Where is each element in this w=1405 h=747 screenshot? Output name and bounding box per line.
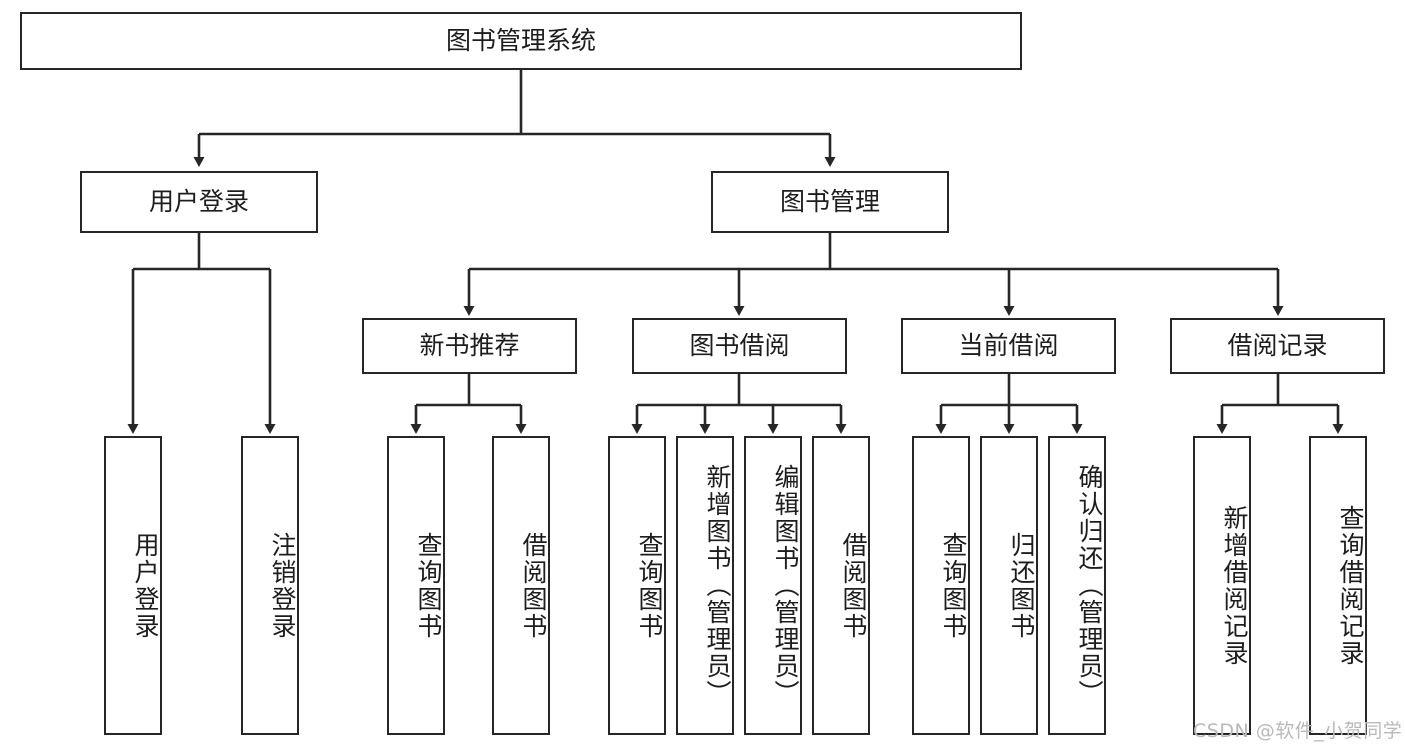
node-label: 查询借阅记录 <box>1336 504 1365 667</box>
node-label: 图书借阅 <box>689 330 790 360</box>
node-label: 归还图书 <box>1007 531 1036 640</box>
node-label: 用户登录 <box>131 531 160 640</box>
node-leaf-return-books[interactable]: 归还图书 <box>980 436 1038 735</box>
node-label: 图书管理 <box>779 186 880 216</box>
node-label: 注销登录 <box>268 531 297 640</box>
node-leaf-add-book-admin[interactable]: 新增图书（管理员） <box>676 436 734 735</box>
node-root-book-management-system[interactable]: 图书管理系统 <box>20 12 1022 70</box>
node-leaf-query-borrow-record[interactable]: 查询借阅记录 <box>1309 436 1367 735</box>
node-label: 确认归还（管理员） <box>1075 464 1104 707</box>
node-label: 查询图书 <box>939 531 968 640</box>
node-label: 借阅图书 <box>519 531 548 640</box>
node-label: 借阅图书 <box>839 531 868 640</box>
node-label: 新书推荐 <box>419 330 520 360</box>
node-leaf-logout[interactable]: 注销登录 <box>241 436 299 735</box>
node-leaf-query-books-borrow[interactable]: 查询图书 <box>608 436 666 735</box>
node-leaf-query-books-recommend[interactable]: 查询图书 <box>387 436 445 735</box>
node-book-management[interactable]: 图书管理 <box>711 171 949 233</box>
node-label: 新增图书（管理员） <box>703 464 732 707</box>
node-current-borrow[interactable]: 当前借阅 <box>901 318 1116 374</box>
node-label: 用户登录 <box>148 186 249 216</box>
node-label: 查询图书 <box>414 531 443 640</box>
node-borrow-records[interactable]: 借阅记录 <box>1170 318 1385 374</box>
node-user-login[interactable]: 用户登录 <box>80 171 318 233</box>
node-book-borrow[interactable]: 图书借阅 <box>632 318 847 374</box>
node-leaf-edit-book-admin[interactable]: 编辑图书（管理员） <box>744 436 802 735</box>
node-leaf-query-books-current[interactable]: 查询图书 <box>912 436 970 735</box>
node-leaf-add-borrow-record[interactable]: 新增借阅记录 <box>1193 436 1251 735</box>
node-leaf-user-login[interactable]: 用户登录 <box>104 436 162 735</box>
node-label: 图书管理系统 <box>445 25 596 55</box>
node-new-book-recommend[interactable]: 新书推荐 <box>362 318 577 374</box>
node-label: 当前借阅 <box>958 330 1059 360</box>
node-leaf-confirm-return-admin[interactable]: 确认归还（管理员） <box>1048 436 1106 735</box>
node-label: 编辑图书（管理员） <box>771 464 800 707</box>
node-label: 新增借阅记录 <box>1220 504 1249 667</box>
node-leaf-borrow-books-recommend[interactable]: 借阅图书 <box>492 436 550 735</box>
node-leaf-borrow-books[interactable]: 借阅图书 <box>812 436 870 735</box>
node-label: 借阅记录 <box>1227 330 1328 360</box>
node-label: 查询图书 <box>635 531 664 640</box>
